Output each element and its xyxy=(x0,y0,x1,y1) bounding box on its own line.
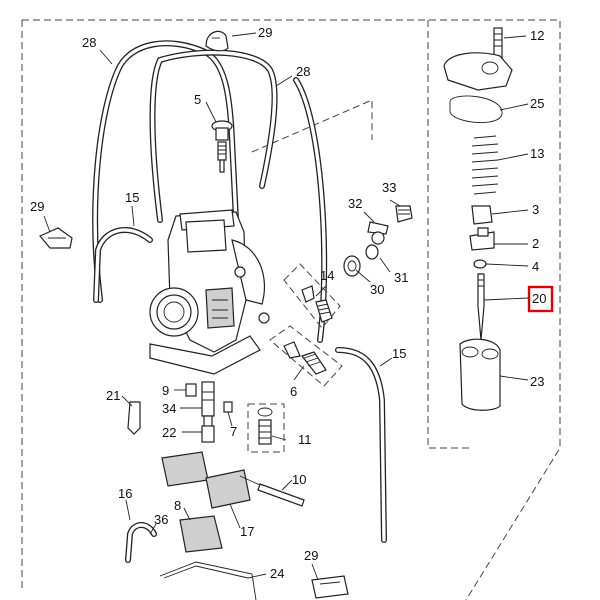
callout-32: 32 xyxy=(348,196,362,211)
callout-10: 10 xyxy=(292,472,306,487)
callout-13: 13 xyxy=(530,146,544,161)
main-jet-group-11 xyxy=(247,403,285,453)
callout-22: 22 xyxy=(162,425,176,440)
float-and-bowl-parts xyxy=(161,451,305,553)
throttle-stop-screw-5 xyxy=(211,120,233,173)
hose-clamp-29-bottom xyxy=(311,575,349,599)
callout-31: 31 xyxy=(394,270,408,285)
pilot-jet-group-14 xyxy=(283,263,341,329)
callout-11: 11 xyxy=(298,432,312,447)
callout-7: 7 xyxy=(230,424,237,439)
hose-clamp-29-left xyxy=(39,227,73,249)
callout-3: 3 xyxy=(532,202,539,217)
callout-33: 33 xyxy=(382,180,396,195)
parts-30-33 xyxy=(343,205,413,277)
callout-9: 9 xyxy=(162,383,169,398)
callout-23: 23 xyxy=(530,374,544,389)
callout-8: 8 xyxy=(174,498,181,513)
carburetor-body xyxy=(149,209,270,375)
callout-16: 16 xyxy=(118,486,132,501)
hose-15-right xyxy=(335,347,387,543)
assembly-boundary xyxy=(21,19,561,600)
callout-17: 17 xyxy=(240,524,254,539)
hose-16 xyxy=(125,522,157,563)
callout-2: 2 xyxy=(532,236,539,251)
callout-5: 5 xyxy=(194,92,201,107)
callout-29: 29 xyxy=(304,548,318,563)
callout-25: 25 xyxy=(530,96,544,111)
callout-36: 36 xyxy=(154,512,168,527)
callout-4: 4 xyxy=(532,259,539,274)
callout-14: 14 xyxy=(320,268,334,283)
callout-21: 21 xyxy=(106,388,120,403)
hose-clamp-29-top xyxy=(205,30,229,52)
callout-20-highlighted[interactable]: 20 xyxy=(532,291,546,306)
callout-15: 15 xyxy=(392,346,406,361)
highlight-box-callout-20 xyxy=(527,285,554,313)
vent-hose-28 xyxy=(92,40,328,343)
callout-6: 6 xyxy=(290,384,297,399)
callout-labels: 29 28 28 5 29 15 33 32 14 31 30 15 6 21 … xyxy=(30,25,546,581)
parts-7-9-21-22-34 xyxy=(127,381,233,443)
leader-lines xyxy=(43,32,529,581)
callout-34: 34 xyxy=(162,401,176,416)
float-bowl-gasket-24 xyxy=(159,561,257,600)
callout-24: 24 xyxy=(270,566,284,581)
hose-15-left xyxy=(93,227,153,303)
throttle-valve-stack xyxy=(443,27,513,411)
callout-15: 15 xyxy=(125,190,139,205)
callout-12: 12 xyxy=(530,28,544,43)
callout-28: 28 xyxy=(82,35,96,50)
callout-29: 29 xyxy=(258,25,272,40)
mixture-screw-group-6 xyxy=(269,325,343,387)
callout-28: 28 xyxy=(296,64,310,79)
callout-29: 29 xyxy=(30,199,44,214)
callout-30: 30 xyxy=(370,282,384,297)
